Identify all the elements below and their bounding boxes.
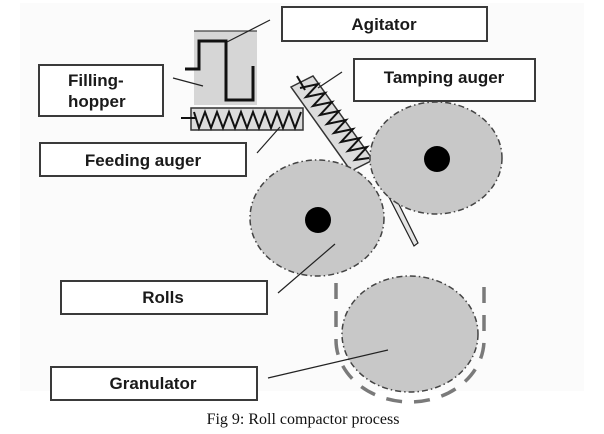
leader-rolls <box>277 243 336 294</box>
label-box-feeding-auger <box>39 142 247 177</box>
feeding-auger <box>181 107 304 132</box>
label-box-rolls <box>60 280 268 315</box>
label-box-agitator <box>281 6 488 42</box>
label-text-rolls: Rolls <box>142 288 184 307</box>
agitator-icon <box>185 39 255 102</box>
rolls <box>249 101 503 277</box>
label-text-agitator: Agitator <box>351 15 417 34</box>
tamping-auger-screw-icon <box>299 82 370 162</box>
label-text-granulator: Granulator <box>110 374 197 393</box>
label-rolls: Rolls <box>60 280 268 315</box>
label-text-filling-hopper-line2: hopper <box>68 92 126 111</box>
feeding-auger-screw-icon <box>193 109 302 132</box>
label-text-filling-hopper-line1: Filling- <box>68 71 124 90</box>
granulator <box>334 275 486 404</box>
label-box-filling-hopper <box>38 64 164 117</box>
leader-filling-hopper <box>172 77 204 87</box>
granulator-drum <box>341 275 479 393</box>
label-feeding-auger: Feeding auger <box>39 142 247 177</box>
leader-feeding-auger <box>256 126 281 154</box>
label-box-tamping-auger <box>353 58 536 102</box>
figure-caption: Fig 9: Roll compactor process <box>207 411 400 428</box>
label-filling-hopper: Filling- hopper <box>38 64 164 117</box>
lower-roll-hub-icon <box>305 207 331 233</box>
label-tamping-auger: Tamping auger <box>353 58 536 102</box>
label-granulator: Granulator <box>50 366 258 401</box>
label-text-tamping-auger: Tamping auger <box>384 68 505 87</box>
label-text-feeding-auger: Feeding auger <box>85 151 202 170</box>
leader-tamping-auger <box>317 71 343 89</box>
leader-agitator <box>226 19 271 43</box>
upper-roll-hub-icon <box>424 146 450 172</box>
label-agitator: Agitator <box>281 6 488 42</box>
label-box-granulator <box>50 366 258 401</box>
leader-granulator <box>267 349 389 379</box>
